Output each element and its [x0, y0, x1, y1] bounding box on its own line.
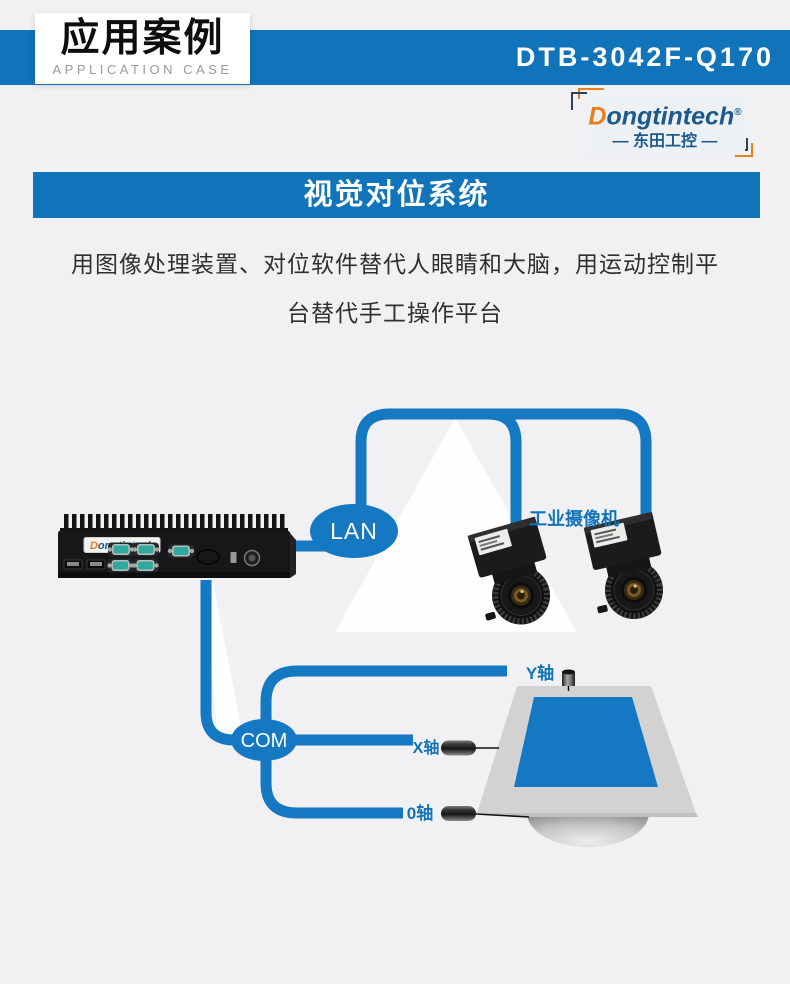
pipe-lan-to-camera2: [470, 408, 652, 529]
pipe-com-to-0-axis: [260, 755, 403, 819]
y-axis-label: Y轴: [526, 663, 554, 683]
pc-heatsink-fins: [64, 514, 286, 530]
brand-initial: D: [588, 102, 607, 131]
bracket-bottom-right-orange: [735, 143, 753, 157]
serial-port-1: [107, 542, 135, 557]
registered-icon: ®: [734, 107, 742, 118]
0-axis-label: 0轴: [407, 803, 433, 823]
platform-base-dome: [527, 813, 649, 847]
serial-port-2: [132, 542, 160, 557]
0-axis-connector-line: [475, 813, 530, 818]
page-subtitle: APPLICATION CASE: [52, 62, 233, 77]
serial-port-4: [107, 558, 134, 573]
lan-label: LAN: [330, 518, 378, 544]
pc-panel-cutout: [196, 549, 220, 565]
industrial-pc: Dongtintech: [58, 514, 296, 578]
platform-stage: [514, 697, 658, 787]
y-axis-motor: [562, 672, 575, 686]
description-line2: 台替代手工操作平台: [287, 300, 503, 326]
bracket-top-left-navy: [571, 92, 587, 110]
pc-logo-initial: D: [90, 540, 98, 552]
serial-port-5: [132, 558, 159, 573]
section-banner: 视觉对位系统: [33, 172, 760, 218]
page-title: 应用案例: [60, 17, 225, 60]
x-axis-label: X轴: [413, 738, 440, 757]
pc-led-switch: [230, 552, 237, 563]
pipe-com-to-y-axis: [260, 665, 507, 725]
description-line1: 用图像处理装置、对位软件替代人眼睛和大脑，用运动控制平: [71, 251, 719, 277]
platform-edge-shadow: [478, 813, 698, 817]
brand-logo-cn: — 东田工控 —: [612, 133, 718, 151]
x-axis-motor: [441, 740, 476, 756]
com-node: [231, 719, 297, 761]
pipe-lan-to-camera1: [355, 408, 522, 534]
serial-port-3: [167, 544, 195, 558]
brand-logo: Dongtintech® — 东田工控 —: [585, 95, 745, 155]
com-label: COM: [241, 730, 288, 752]
lan-node: [310, 504, 398, 558]
industrial-camera-2: [579, 512, 675, 627]
camera-label: 工业摄像机: [529, 508, 619, 529]
light-beam-com: [205, 582, 243, 745]
title-card: 应用案例 APPLICATION CASE: [35, 13, 250, 84]
product-model: DTB-3042F-Q170: [515, 42, 774, 72]
brand-rest: ongtintech: [606, 102, 735, 131]
description: 用图像处理装置、对位软件替代人眼睛和大脑，用运动控制平 台替代手工操作平台: [0, 240, 790, 338]
0-axis-motor: [441, 806, 476, 821]
brand-logo-en: Dongtintech®: [585, 97, 745, 132]
y-axis-motor-cap: [562, 669, 575, 675]
